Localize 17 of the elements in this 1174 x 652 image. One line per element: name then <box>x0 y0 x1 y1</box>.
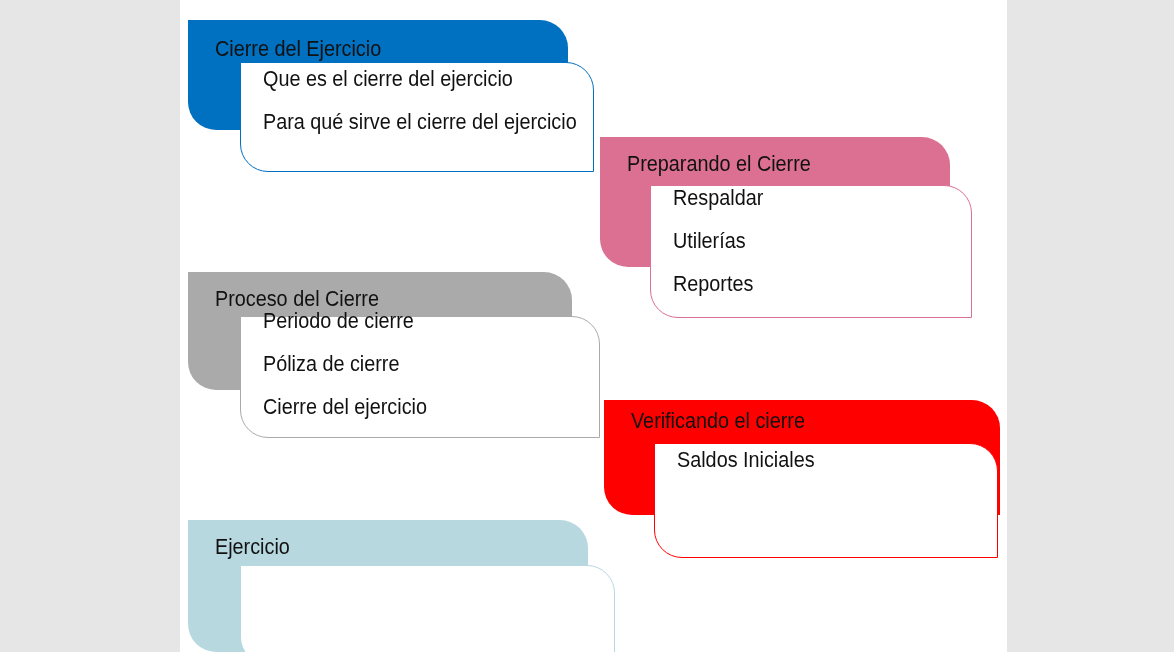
list-item: Reportes <box>673 271 754 297</box>
topic-heading: Ejercicio <box>215 534 290 560</box>
list-item: Respaldar <box>673 185 764 211</box>
topic-heading: Verificando el cierre <box>631 408 805 434</box>
list-item: Para qué sirve el cierre del ejercicio <box>263 109 577 135</box>
list-item: Póliza de cierre <box>263 351 400 377</box>
list-item: Saldos Iniciales <box>677 447 815 473</box>
list-item: Cierre del ejercicio <box>263 394 427 420</box>
topic-card <box>600 137 972 318</box>
topic-heading: Preparando el Cierre <box>627 151 811 177</box>
topic-card <box>188 20 594 172</box>
list-item: Utilerías <box>673 228 746 254</box>
topic-card <box>604 400 1000 558</box>
topic-card <box>188 272 600 438</box>
topic-heading: Cierre del Ejercicio <box>215 36 382 62</box>
topic-card <box>188 520 615 652</box>
list-item: Que es el cierre del ejercicio <box>263 66 513 92</box>
